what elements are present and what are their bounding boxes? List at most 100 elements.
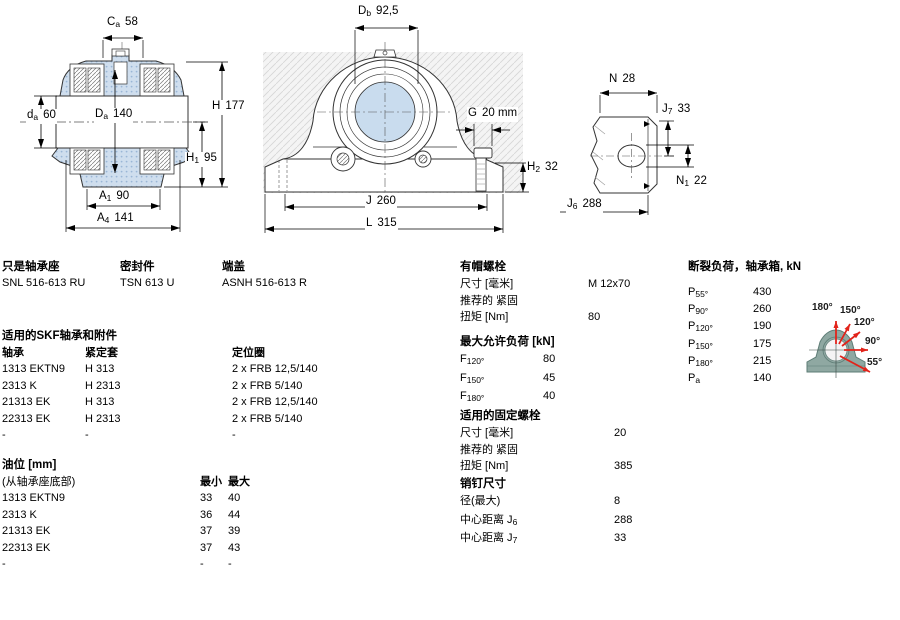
- part-seal: 密封件 TSN 613 U: [120, 259, 174, 292]
- oil-table-subtitle: (从轴承座底部): [2, 476, 76, 488]
- oil-table-title: 油位 [mm]: [2, 459, 57, 471]
- table-cell: 44: [228, 508, 241, 521]
- oil-col-max: 最大: [228, 476, 250, 488]
- load-direction-figure: 180° 150° 120° 90° 55°: [792, 296, 900, 392]
- front-section-drawing: [20, 35, 228, 232]
- breaking-load-title: 断裂负荷，轴承箱, kN: [688, 261, 802, 273]
- row-label: F180°: [460, 390, 485, 403]
- row-label: Pa: [688, 372, 701, 386]
- part-end-cover-value: ASNH 516-613 R: [222, 277, 307, 289]
- table-cell: -: [232, 429, 236, 442]
- table-cell: 33: [200, 492, 213, 505]
- part-housing: 只是轴承座 SNL 516-613 RU: [2, 259, 85, 292]
- skf-col-ring: 定位圈: [232, 347, 265, 359]
- table-cell: 21313 EK: [2, 525, 51, 538]
- row-label: P150°: [688, 337, 713, 351]
- row-value: 40: [543, 390, 556, 402]
- table-cell: 1313 EKTN9: [2, 492, 65, 505]
- table-cell: 39: [228, 525, 241, 538]
- cap-bolts-section: 有帽螺栓 尺寸 [毫米]M 12x70 推荐的 紧固 扭矩 [Nm]80: [460, 259, 680, 326]
- row-label: 径(最大): [460, 495, 501, 507]
- table-cell: 2 x FRB 12,5/140: [232, 363, 318, 376]
- table-cell: -: [228, 558, 232, 571]
- table-cell: 37: [200, 541, 213, 554]
- part-seal-label: 密封件: [120, 261, 155, 273]
- table-cell: -: [200, 558, 204, 571]
- breaking-load-section: 断裂负荷，轴承箱, kN P55°430 P90°260 P120°190 P1…: [688, 259, 838, 388]
- side-view-drawing: [560, 90, 694, 215]
- part-housing-value: SNL 516-613 RU: [2, 277, 86, 289]
- row-label: 中心距离 J6: [460, 513, 518, 527]
- row-label: 扭矩 [Nm]: [460, 460, 509, 472]
- oil-level-table: 油位 [mm] (从轴承座底部) 最小 最大 1313 EKTN9 33 40 23…: [2, 457, 302, 572]
- table-cell: -: [85, 429, 89, 442]
- row-label: P120°: [688, 320, 713, 334]
- table-cell: 22313 EK: [2, 541, 51, 554]
- row-value: 140: [753, 372, 772, 385]
- row-value: 430: [753, 286, 772, 298]
- max-load-section: 最大允许负荷 [kN] F120°80 F150°45 F180°40: [460, 334, 660, 407]
- row-label: 尺寸 [毫米]: [460, 278, 514, 290]
- table-cell: 2 x FRB 5/140: [232, 412, 303, 425]
- row-label: 中心距离 J7: [460, 532, 518, 545]
- row-value: 8: [614, 495, 621, 507]
- row-value: 385: [614, 460, 633, 472]
- table-cell: -: [2, 558, 6, 571]
- row-value: 288: [614, 513, 633, 526]
- pins-title: 销钉尺寸: [460, 478, 506, 490]
- table-cell: 36: [200, 508, 213, 521]
- part-housing-label: 只是轴承座: [2, 261, 60, 273]
- row-label: 尺寸 [毫米]: [460, 427, 514, 439]
- row-value: 175: [753, 337, 772, 350]
- pin-dimensions-section: 销钉尺寸 径(最大) 8 中心距离 J6 288 中心距离 J7 33: [460, 476, 680, 549]
- row-value: 33: [614, 532, 627, 544]
- row-value: M 12x70: [588, 278, 631, 290]
- row-label: F150°: [460, 371, 485, 385]
- row-label: F120°: [460, 353, 485, 366]
- row-value: 45: [543, 371, 556, 384]
- table-cell: -: [2, 429, 6, 442]
- row-label: 推荐的 紧固: [460, 294, 519, 307]
- max-load-title: 最大允许负荷 [kN]: [460, 336, 555, 348]
- part-seal-value: TSN 613 U: [120, 277, 175, 289]
- angle-label-180: 180°: [812, 302, 833, 313]
- row-label: 扭矩 [Nm]: [460, 311, 509, 323]
- skf-col-bearing: 轴承: [2, 347, 24, 359]
- table-cell: 40: [228, 492, 241, 505]
- row-value: 190: [753, 320, 772, 333]
- skf-table-title: 适用的SKF轴承和附件: [2, 330, 117, 342]
- row-value: 215: [753, 354, 772, 367]
- table-cell: 1313 EKTN9: [2, 363, 65, 376]
- table-cell: H 2313: [85, 379, 121, 392]
- front-view-drawing: [263, 25, 529, 233]
- oil-col-min: 最小: [200, 476, 222, 488]
- angle-label-120: 120°: [854, 317, 875, 328]
- part-end-cover-label: 端盖: [222, 261, 245, 273]
- row-label: P90°: [688, 303, 709, 317]
- table-cell: 43: [228, 541, 241, 554]
- table-cell: 37: [200, 525, 213, 538]
- table-cell: 22313 EK: [2, 412, 51, 425]
- row-value: 260: [753, 303, 772, 316]
- table-cell: 2 x FRB 12,5/140: [232, 396, 318, 409]
- angle-label-55: 55°: [867, 357, 883, 368]
- row-label: 推荐的 紧固: [460, 443, 519, 456]
- cap-bolts-title: 有帽螺栓: [460, 261, 506, 273]
- table-cell: 2313 K: [2, 508, 37, 521]
- angle-label-90: 90°: [865, 336, 881, 347]
- part-end-cover: 端盖 ASNH 516-613 R: [222, 259, 307, 292]
